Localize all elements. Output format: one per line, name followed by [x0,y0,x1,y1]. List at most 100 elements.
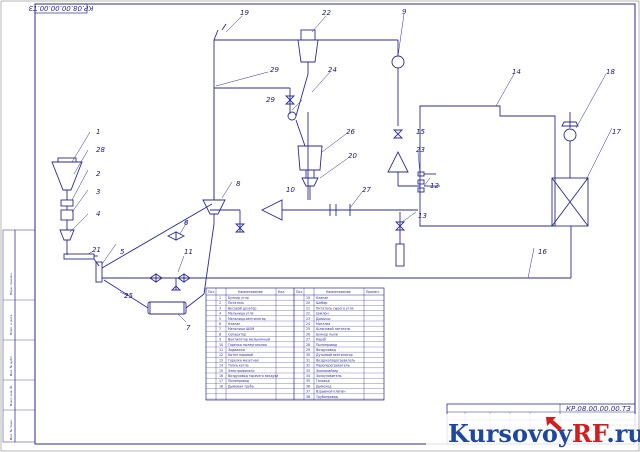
table-cell-pos-right: 26 [306,332,310,336]
valve-29 [284,95,296,101]
table-cell-pos-right: 19 [306,296,310,300]
table-cell-pos-right: 36 [306,384,310,388]
watermark-arrow-icon [546,417,562,431]
table-cell-pos-left: 17 [219,379,223,383]
callout: 24 [328,66,337,74]
table-cell-name-left: Дымовая труба [228,384,254,388]
table-cell-name-right: Бункер пыли [316,332,338,336]
callout: 13 [418,212,427,220]
coal-mill-hopper [59,229,75,241]
table-cell-pos-left: 6 [219,322,221,326]
table-cell-pos-left: 2 [219,301,221,305]
callout: 22 [322,9,331,17]
table-cell-pos-right: 20 [306,301,310,305]
table-cell-pos-right: 32 [306,364,310,368]
left-margin-stamp: Перв. примен. Подп. и дата Инв. № дубл. … [2,229,36,443]
burner-10 [260,199,283,221]
table-cell-name-right: Газоход [316,379,330,383]
table-cell-pos-right: 25 [306,327,310,331]
table-cell-name-right: Циклон [316,312,329,316]
table-cell-name-left: Пылепровод [228,379,250,383]
side-label: Инв. № подл. [9,419,13,440]
separator [202,199,226,215]
table-cell-pos-left: 14 [219,364,223,368]
table-cell-name-right: Воздуховод [316,348,337,352]
callout: 6 [184,219,189,227]
hopper-lid [57,157,77,163]
table-cell-name-right: Шибер [316,301,327,305]
side-label: Перв. примен. [9,272,13,295]
table-cell-name-left: Мельница-вентилятор [228,317,266,321]
callout: 12 [430,182,439,190]
top-code-box: КР.08.00.00.00.ТЗ [28,3,93,14]
table-cell-name-right: Питатель сырого угля [316,306,354,310]
callout-numbers: 1 2 3 4 5 6 7 8 9 10 11 12 13 14 15 16 1… [92,8,621,332]
table-cell-pos-left: 5 [219,317,221,321]
top-code-text: КР.08.00.00.00.ТЗ [28,4,93,12]
watermark-text: KursovoyRF.ru [448,419,640,448]
callout: 15 [416,128,425,136]
table-cell-pos-left: 10 [219,343,223,347]
table-cell-name-left: Питатель [228,301,244,305]
table-cell-pos-left: 11 [219,348,223,352]
callout: 19 [240,9,249,17]
dust-bunker-outlet [301,177,319,187]
side-label: Взам. инв. № [9,386,13,406]
mill-fan [95,261,103,283]
table-cell-name-left: Мельница угля [228,312,254,316]
table-cell-name-left: Задвижка [228,348,245,352]
table-cell-pos-right: 24 [306,322,310,326]
callout: 26 [346,128,355,136]
table-cell-pos-right: 23 [306,317,310,321]
callout: 17 [612,128,621,136]
table-cell-name-right: Пылепровод [316,343,338,347]
cyclone-body [297,39,319,63]
valve-13 [394,221,406,227]
table-cell-name-right: Золоуловитель [316,374,342,378]
callout: 11 [184,248,193,256]
table-cell-pos-right: 30 [306,353,310,357]
table-cell-pos-left: 9 [219,338,221,342]
table-cell-name-left: Электрофильтр [228,369,255,373]
valve-15 [392,129,404,135]
callout: 10 [286,186,295,194]
callout: 29 [270,66,279,74]
table-cell-name-left: Вентилятор мельничный [228,338,270,342]
spec-table: Поз. Наименование Кол. Поз. Наименование… [205,287,385,401]
table-cell-pos-left: 3 [219,306,221,310]
table-cell-name-right: Дымоход [316,384,332,388]
callout: 20 [348,152,357,160]
raw-coal-feeder [63,253,95,260]
table-cell-pos-left: 8 [219,332,221,336]
table-cell-name-left: Бункер угля [228,296,249,300]
table-cell-name-left: Воздуховод горячего воздуха [228,374,278,378]
callout: 18 [606,68,615,76]
table-header-note-r: Примеч. [366,290,380,294]
table-cell-name-right: Воздухоподогреватель [316,358,355,362]
table-cell-pos-right: 29 [306,348,310,352]
callout: 25 [124,292,133,300]
callout: 8 [236,180,241,188]
table-cell-name-right: Шлюзовой питатель [316,327,351,331]
valve-bottom [234,223,246,229]
table-cell-name-left: Сепаратор [228,332,246,336]
table-cell-pos-left: 16 [219,374,223,378]
table-cell-name-right: Взрывной клапан [316,390,345,394]
valve-bottom-b [234,227,246,233]
table-cell-name-left: Горелка мазутная [228,358,259,362]
table-cell-name-right: Пароперегреватель [316,364,350,368]
table-cell-name-right: Дымосос [316,317,331,321]
table-cell-pos-left: 13 [219,358,223,362]
table-cell-name-right: Трубопровод [315,395,339,399]
callout: 2 [96,170,101,178]
table-cell-name-right: Мигалка [316,322,330,326]
valve-29b [284,99,296,105]
table-cell-pos-right: 31 [306,358,310,362]
table-cell-pos-right: 27 [306,338,310,342]
table-cell-name-right: Клапан [316,296,328,300]
table-cell-pos-left: 4 [219,312,221,316]
valve-13b [394,225,406,231]
table-cell-name-left: Топка котла [227,364,249,368]
callout: 4 [96,210,100,218]
callout: 1 [96,128,100,136]
